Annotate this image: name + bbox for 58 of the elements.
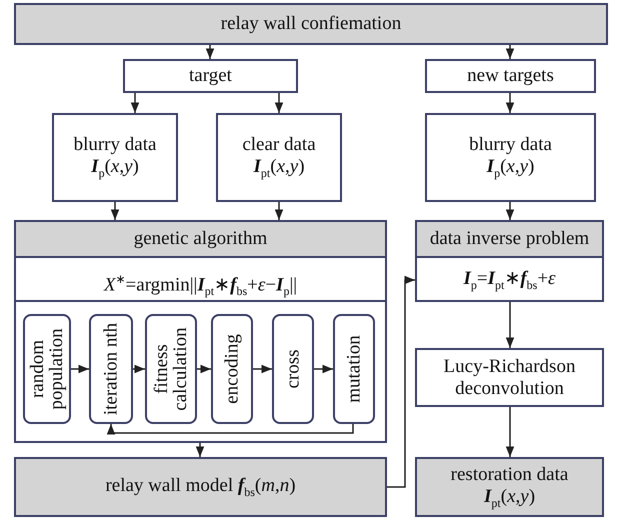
box-label: clear data — [242, 134, 316, 156]
process-box — [425, 113, 596, 202]
step-box — [23, 314, 71, 424]
formula: I$_{p}$=I$_{pt}$∗f$_{bs}$+ε — [462, 267, 557, 294]
formula: I$_{pt}$(x,y) — [484, 486, 536, 510]
arrow — [133, 364, 145, 374]
process-panel — [415, 220, 604, 302]
formula: I$_{p}$(x,y) — [486, 156, 534, 181]
process-box — [14, 457, 387, 517]
arrow — [196, 443, 204, 457]
formula: I$_{pt}$(x,y) — [253, 156, 305, 181]
box-label: fitness calculation — [152, 326, 190, 413]
box-label: new targets — [467, 65, 554, 87]
step-box — [333, 314, 375, 424]
step-box — [211, 314, 253, 424]
arrow — [71, 364, 89, 374]
process-box — [415, 457, 604, 517]
arrow — [314, 364, 333, 374]
panel-heading: genetic algorithm — [16, 222, 385, 258]
process-box — [425, 59, 596, 93]
box-label: target — [189, 65, 232, 87]
process-box — [216, 113, 342, 202]
box-label: random population — [28, 327, 66, 412]
arrow — [506, 93, 514, 113]
arrow — [506, 302, 514, 348]
box-label: relay wall model f$_{bs}$(m,n) — [105, 474, 296, 500]
arrow — [506, 407, 514, 457]
box-label: iteration nth — [102, 322, 120, 418]
step-box — [89, 314, 133, 424]
process-box — [14, 3, 608, 45]
box-label: cross — [284, 348, 302, 391]
process-panel — [14, 220, 387, 443]
process-box — [123, 59, 298, 93]
box-label: blurry data — [469, 134, 552, 156]
arrow — [274, 202, 284, 220]
box-label: encoding — [222, 333, 242, 406]
arrow — [197, 364, 211, 374]
arrow — [274, 93, 284, 113]
process-box — [415, 348, 604, 407]
step-box — [272, 314, 314, 424]
box-label: restoration data — [450, 464, 568, 486]
arrow — [253, 364, 272, 374]
box-label: mutation — [344, 334, 364, 405]
box-label: relay wall confiemation — [220, 13, 402, 35]
panel-heading: data inverse problem — [417, 222, 602, 258]
arrow — [206, 45, 214, 59]
box-label: blurry data — [74, 134, 156, 156]
arrow — [387, 276, 415, 488]
step-box — [145, 314, 197, 424]
arrow — [106, 424, 354, 434]
process-box — [52, 113, 178, 202]
box-label: Lucy-Richardson deconvolution — [442, 356, 576, 400]
arrow — [110, 202, 120, 220]
arrow — [506, 202, 514, 220]
arrow — [506, 45, 514, 59]
formula: I$_{p}$(x,y) — [91, 156, 139, 181]
formula: X$^{∗}$=argmin||I$_{pt}$∗f$_{bs}$+ε−I$_{p}$|| — [16, 258, 385, 302]
arrow — [130, 93, 140, 113]
